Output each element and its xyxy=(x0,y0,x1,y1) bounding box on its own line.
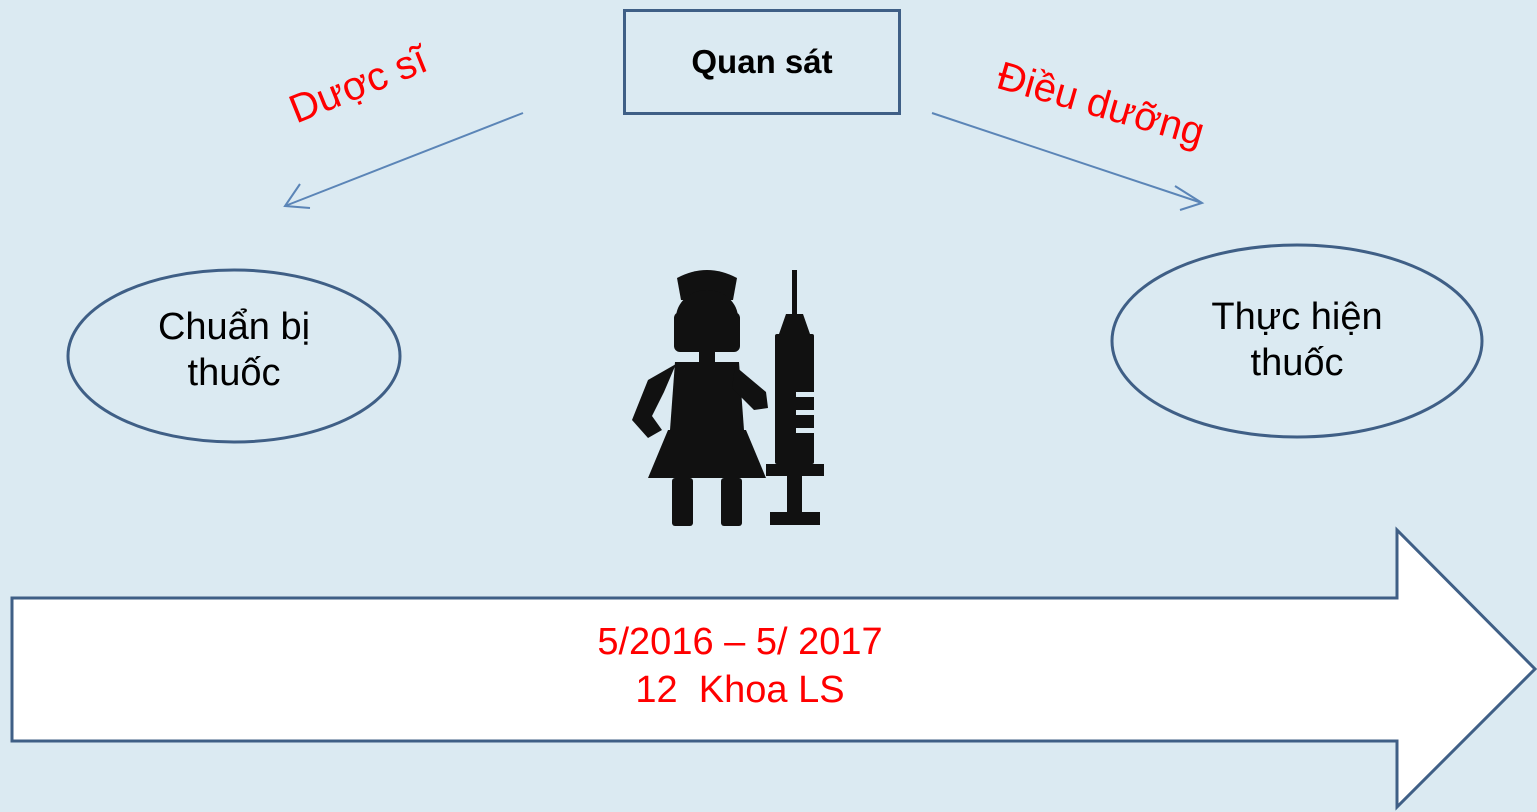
timeline-arrow xyxy=(10,526,1537,811)
prepare-line-1: Chuẩn bị xyxy=(157,306,311,348)
timeline-period: 5/2016 – 5/ 2017 xyxy=(597,621,883,663)
administer-stage-label: Thực hiện thuốc xyxy=(1166,294,1428,386)
prepare-line-2: thuốc xyxy=(187,352,281,394)
observe-label: Quan sát xyxy=(691,43,833,80)
ellipse-prepare xyxy=(66,268,402,444)
administer-line-1: Thực hiện xyxy=(1211,296,1383,338)
ellipse-administer xyxy=(1110,243,1484,439)
prepare-stage-label: Chuẩn bị thuốc xyxy=(104,304,364,396)
administer-line-2: thuốc xyxy=(1250,342,1344,384)
arrow-to-prepare xyxy=(283,112,524,209)
timeline-scope: 12 Khoa LS xyxy=(635,669,845,711)
timeline-label: 5/2016 – 5/ 2017 12 Khoa LS xyxy=(430,618,1050,714)
arrow-to-administer xyxy=(931,112,1205,211)
observe-box: Quan sát xyxy=(623,9,901,115)
nurse-with-syringe-icon xyxy=(632,270,824,526)
